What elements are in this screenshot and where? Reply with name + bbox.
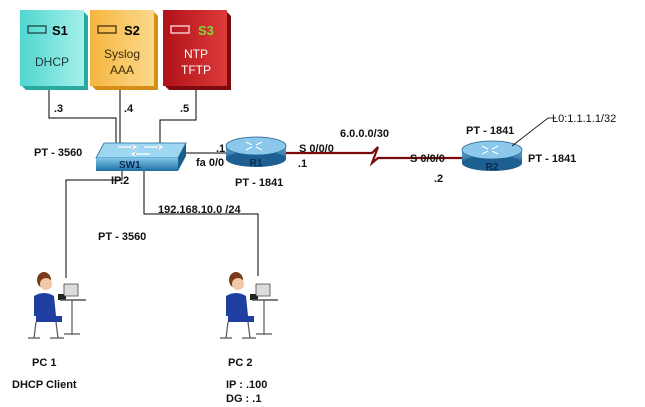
pc2-ip: IP : .100 xyxy=(226,379,267,391)
server-s3-service-2: TFTP xyxy=(181,63,211,77)
link-sw1-pc2 xyxy=(143,170,259,276)
server-s2-service-2: AAA xyxy=(110,63,134,77)
r1-model-label: PT - 1841 xyxy=(235,177,283,189)
switch-ip-label: IP.2 xyxy=(111,175,129,187)
router-arrows-icon xyxy=(481,145,499,155)
serial-link-r1-r2 xyxy=(286,146,462,167)
server-s3-name: S3 xyxy=(198,23,214,38)
router-r2[interactable]: R2 xyxy=(461,140,523,173)
switch-sw1[interactable]: SW1 xyxy=(95,142,187,171)
server-s3-ip: .5 xyxy=(180,103,189,115)
server-s1-ip: .3 xyxy=(54,103,63,115)
wan-network-label: 6.0.0.0/30 xyxy=(340,128,389,140)
switch-model-label: PT - 3560 xyxy=(34,147,82,159)
server-s2-name: S2 xyxy=(124,23,140,38)
switch-arrows-icon xyxy=(118,144,164,157)
r1-fa-iface-label: fa 0/0 xyxy=(196,157,224,169)
pc1-name: PC 1 xyxy=(32,357,56,369)
router-r1[interactable]: R1 xyxy=(225,136,287,169)
router-r1-name: R1 xyxy=(250,158,263,169)
router-arrows-icon xyxy=(245,141,263,151)
pc1-role: DHCP Client xyxy=(12,379,77,391)
pc2-name: PC 2 xyxy=(228,357,252,369)
pc2-user-icon[interactable] xyxy=(220,272,278,339)
server-s1-service: DHCP xyxy=(35,55,69,69)
link-sw1-pc1 xyxy=(65,170,123,278)
r2-serial-ip-label: .2 xyxy=(434,173,443,185)
r2-serial-iface-label: S 0/0/0 xyxy=(410,153,445,165)
loopback-pointer xyxy=(511,117,556,147)
server-s3-service-1: NTP xyxy=(184,47,208,61)
server-s2[interactable]: S2 Syslog AAA xyxy=(90,10,158,90)
server-drive-icon xyxy=(27,25,47,34)
server-s3[interactable]: S3 NTP TFTP xyxy=(163,10,231,90)
switch-lower-model-label: PT - 3560 xyxy=(98,231,146,243)
server-s2-service-1: Syslog xyxy=(104,47,140,61)
r1-fa-ip-label: .1 xyxy=(216,143,225,155)
lan-network-label: 192.168.10.0 /24 xyxy=(158,204,241,216)
server-s2-ip: .4 xyxy=(124,103,134,115)
link-s3-sw1 xyxy=(159,90,197,143)
server-drive-icon xyxy=(170,25,190,34)
r2-model-right-label: PT - 1841 xyxy=(528,153,576,165)
server-s1-name: S1 xyxy=(52,23,68,38)
r1-serial-ip-label: .1 xyxy=(298,158,307,170)
pc1-user-icon[interactable] xyxy=(28,272,86,339)
server-s1[interactable]: S1 DHCP xyxy=(20,10,88,90)
r2-loopback-label: L0:1.1.1.1/32 xyxy=(552,113,616,125)
pc2-gateway: DG : .1 xyxy=(226,393,261,405)
r1-serial-iface-label: S 0/0/0 xyxy=(299,143,334,155)
server-drive-icon xyxy=(97,25,117,34)
r2-model-top-label: PT - 1841 xyxy=(466,125,514,137)
router-r2-name: R2 xyxy=(486,162,499,173)
link-s1-sw1 xyxy=(48,90,117,143)
switch-name: SW1 xyxy=(119,160,141,171)
